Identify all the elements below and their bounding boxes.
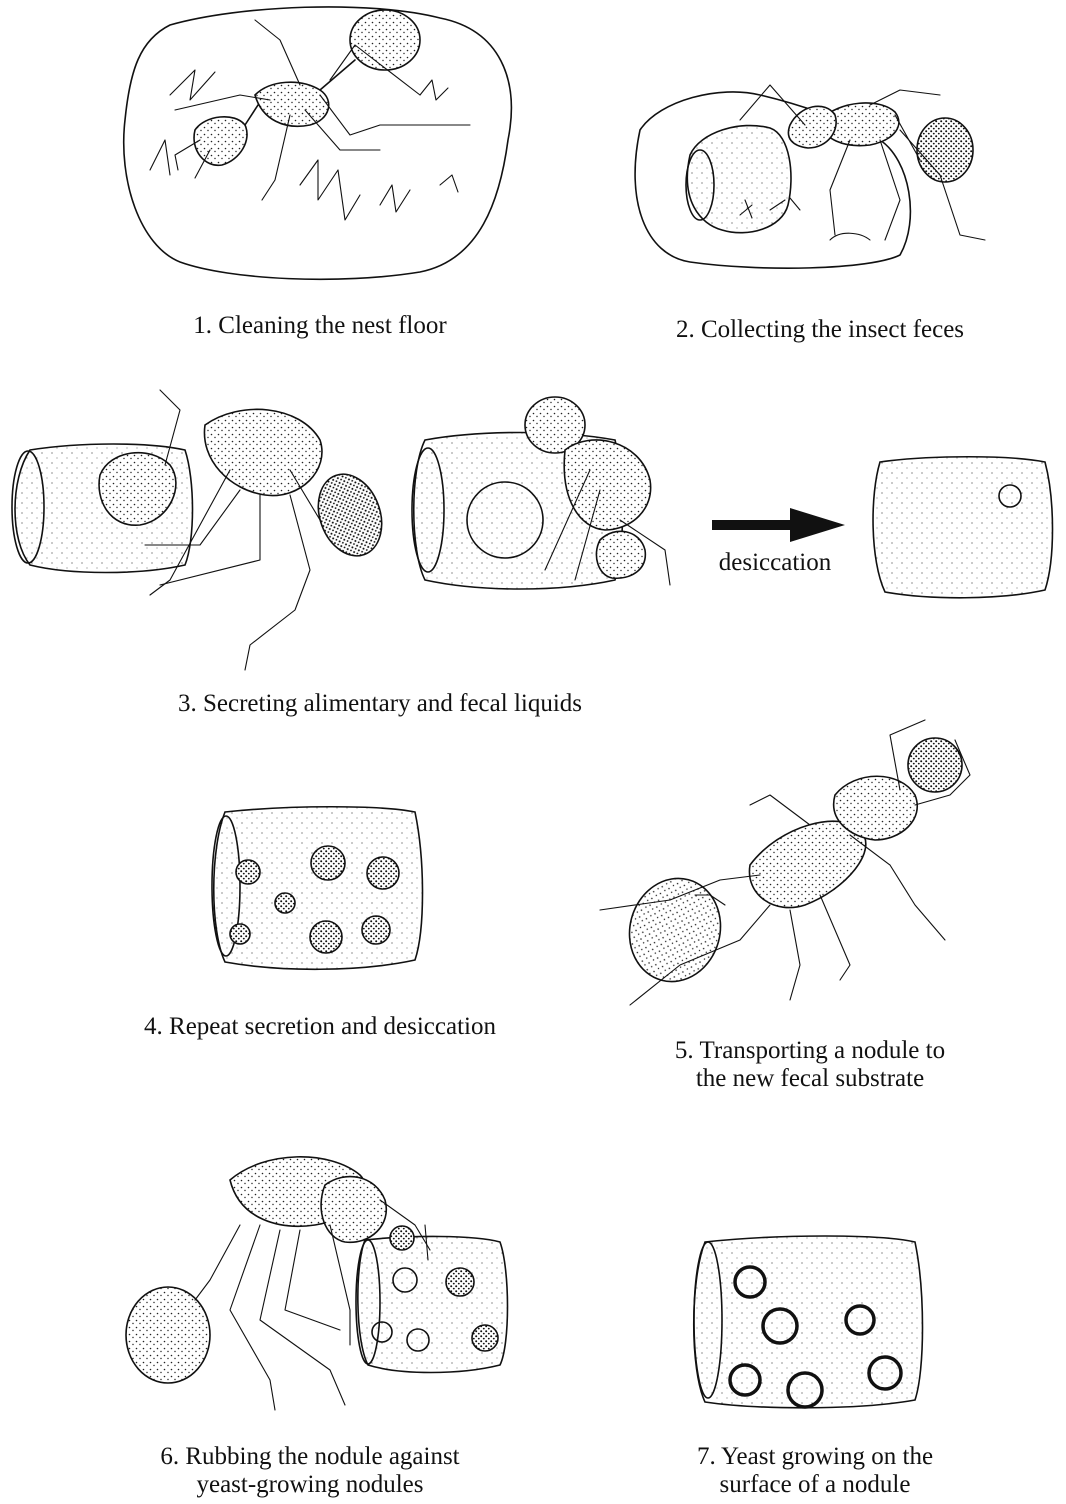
ant-gaster <box>917 118 973 182</box>
panel-5-illustration <box>580 715 1040 1015</box>
ant-mesosoma <box>749 821 865 907</box>
nodule <box>236 860 260 884</box>
ant-mesosoma <box>204 409 321 495</box>
carried-nodule <box>908 738 962 792</box>
ant-gaster <box>618 868 732 992</box>
nodule <box>230 924 250 944</box>
arrow-label: desiccation <box>700 549 850 577</box>
nodule <box>310 921 342 953</box>
nodule <box>311 846 345 880</box>
ant-head <box>788 106 836 148</box>
arrow-right <box>712 508 845 542</box>
nodule <box>362 916 390 944</box>
caption-7-line-1: 7. Yeast growing on the <box>625 1443 1005 1471</box>
nodule <box>367 857 399 889</box>
ant-head <box>596 531 645 578</box>
caption-5-line-2: the new fecal substrate <box>630 1065 990 1093</box>
caption-5-line-1: 5. Transporting a nodule to <box>630 1037 990 1065</box>
panel-4-illustration <box>0 800 500 1000</box>
caption-1: 1. Cleaning the nest floor <box>130 312 510 340</box>
dried-nodule <box>999 485 1021 507</box>
nodule <box>275 893 295 913</box>
caption-2: 2. Collecting the insect feces <box>630 316 1010 344</box>
fecal-pellet <box>694 1236 923 1408</box>
fecal-pellet-dried <box>873 457 1052 598</box>
caption-6-line-2: yeast-growing nodules <box>120 1471 500 1499</box>
panel-2-illustration <box>0 0 1066 300</box>
fecal-pellet <box>687 126 791 233</box>
panel-7-illustration <box>0 1220 1066 1420</box>
caption-7-line-2: surface of a nodule <box>625 1471 1005 1499</box>
panel-3-illustration <box>0 370 1066 680</box>
liquid-droplet <box>467 482 543 558</box>
ant-gaster <box>307 465 392 564</box>
caption-6-line-1: 6. Rubbing the nodule against <box>120 1443 500 1471</box>
caption-4: 4. Repeat secretion and desiccation <box>110 1013 530 1041</box>
caption-3: 3. Secreting alimentary and fecal liquid… <box>130 690 630 718</box>
